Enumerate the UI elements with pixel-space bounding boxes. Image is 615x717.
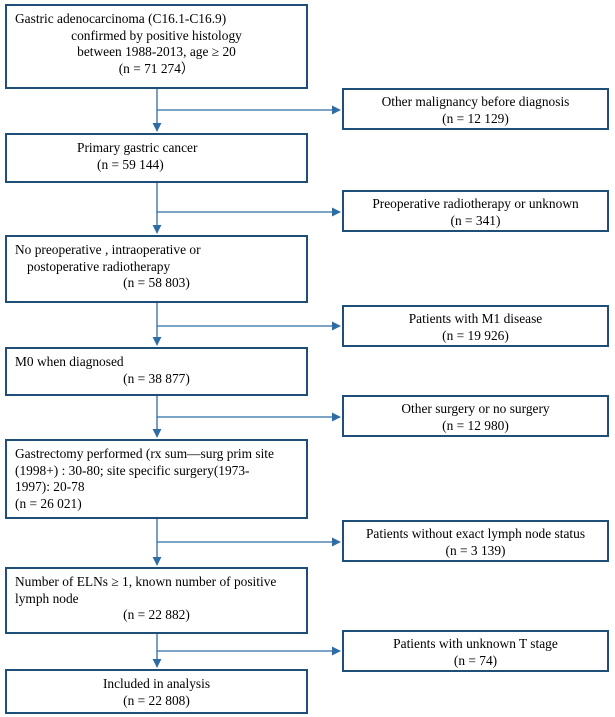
box-count: (n = 3 139) [445,542,506,558]
box-text-line: Number of ELNs ≥ 1, known number of posi… [15,574,277,589]
box-count: (n = 22 808) [123,692,190,708]
box-count: (n = 19 926) [442,327,509,343]
box-count: (n = 22 882) [123,607,190,622]
box-primary-gastric-cancer: Primary gastric cancer (n = 59 144) [5,133,308,183]
box-text-line: (1998+) : 30-80; site specific surgery(1… [15,462,250,478]
box-text-line: Patients with unknown T stage [393,636,558,651]
box-m0-when-diagnosed: M0 when diagnosed (n = 38 877) [5,347,308,396]
box-unknown-t-stage: Patients with unknown T stage (n = 74) [342,630,609,672]
box-text-line: postoperative radiotherapy [27,258,171,274]
box-number-of-elns: Number of ELNs ≥ 1, known number of posi… [5,567,308,634]
box-m1-disease: Patients with M1 disease (n = 19 926) [342,305,609,347]
box-text-line: Included in analysis [102,676,211,691]
box-text-line: 1997): 20-78 [15,479,85,494]
box-text-line: Gastric adenocarcinoma (C16.1-C16.9) [15,11,227,26]
box-text-line: Other malignancy before diagnosis [381,94,570,109]
box-text-line: Patients with M1 disease [408,311,543,326]
box-text-line: Patients without exact lymph node status [365,526,586,541]
box-text-line: lymph node [15,590,79,606]
box-count: (n = 12 129) [442,110,509,126]
box-no-radiotherapy: No preoperative , intraoperative or post… [5,235,308,303]
box-count: (n = 38 877) [123,370,190,386]
box-text-line: Primary gastric cancer [77,140,198,155]
box-included-in-analysis: Included in analysis (n = 22 808) [5,669,308,714]
box-preoperative-radiotherapy: Preoperative radiotherapy or unknown (n … [342,190,609,232]
box-count: (n = 341) [450,212,501,228]
box-gastrectomy-performed: Gastrectomy performed (rx sum—surg prim … [5,439,308,519]
box-count: (n = 58 803) [123,275,190,290]
box-count: (n = 12 980) [442,417,509,433]
box-text-line: M0 when diagnosed [15,354,124,369]
box-text-line: confirmed by positive histology [71,27,242,43]
box-other-surgery: Other surgery or no surgery (n = 12 980) [342,395,609,437]
box-count: (n = 26 021) [15,495,82,511]
box-gastric-adenocarcinoma: Gastric adenocarcinoma (C16.1-C16.9) con… [5,4,308,89]
box-count: (n = 74) [453,652,498,668]
box-count: (n = 59 144) [97,156,164,172]
box-text-line: Preoperative radiotherapy or unknown [372,196,579,211]
box-other-malignancy: Other malignancy before diagnosis (n = 1… [342,88,609,130]
box-text-line: Other surgery or no surgery [401,401,550,416]
box-text-line: No preoperative , intraoperative or [15,242,201,257]
box-count: (n = 71 274） [118,60,195,76]
box-without-lymph-node-status: Patients without exact lymph node status… [342,520,609,562]
box-text-line: between 1988-2013, age ≥ 20 [77,44,236,59]
box-text-line: Gastrectomy performed (rx sum—surg prim … [15,446,274,461]
